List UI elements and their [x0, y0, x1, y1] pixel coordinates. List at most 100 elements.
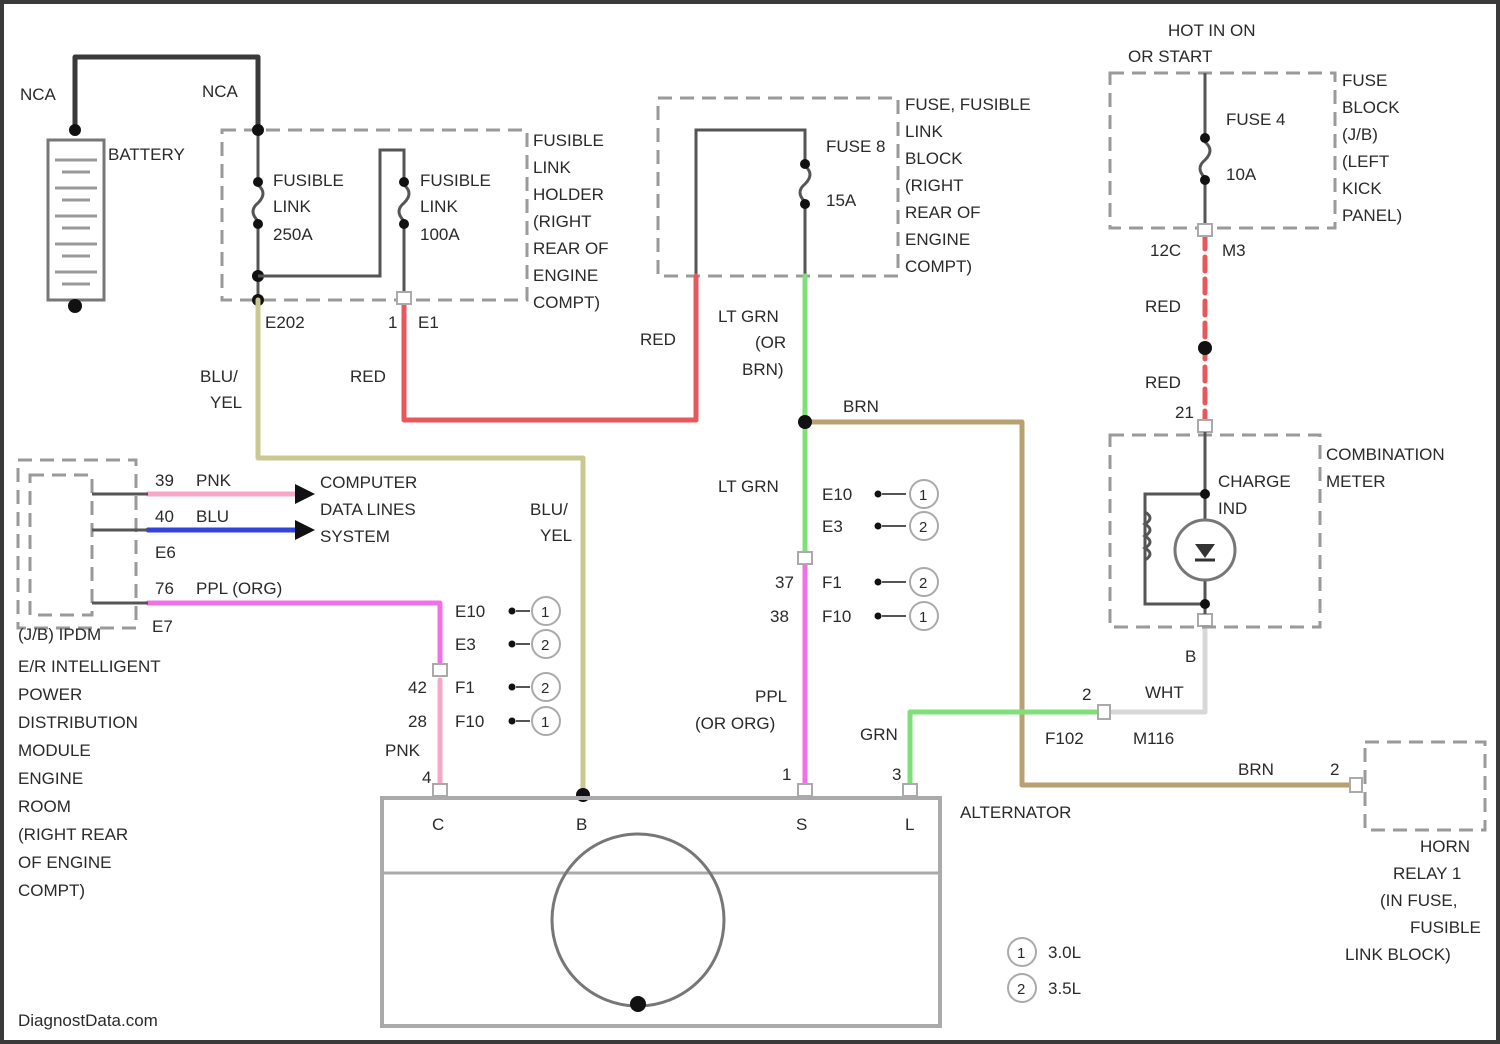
connector-12c: 12C: [1150, 241, 1181, 260]
ref-mid-bottom-0-code: F1: [822, 573, 842, 592]
alternator-rotor: [552, 834, 724, 1006]
arrow-blu-data: [295, 520, 315, 540]
ipdm-e6: E6: [155, 543, 176, 562]
label-red-right-2: RED: [1145, 373, 1181, 392]
horn-relay-line2: RELAY 1: [1393, 864, 1461, 883]
ipdm-label-4: DISTRIBUTION: [18, 713, 138, 732]
label-brn-bottom: BRN: [1238, 760, 1274, 779]
hot-label-line1: HOT IN ON: [1168, 21, 1256, 40]
horn-relay-line3: (IN FUSE,: [1380, 891, 1457, 910]
fuse-jb-line4: (LEFT: [1342, 152, 1389, 171]
ipdm-label-3: POWER: [18, 685, 82, 704]
junction-brn: [798, 415, 812, 429]
legend-0-label: 3.0L: [1048, 943, 1081, 962]
fuse-4-rating: 10A: [1226, 165, 1257, 184]
alternator-term-b: B: [576, 815, 587, 834]
ipdm-group: 39 PNK 40 BLU E6 76 PPL (ORG) E7 COMPUTE…: [18, 460, 417, 900]
fuse-block-jb: HOT IN ON OR START FUSE 4 10A FUSE BLOCK…: [1110, 21, 1402, 260]
ipdm-pin-39: 39: [155, 471, 174, 490]
alternator-term-c: C: [432, 815, 444, 834]
connector-refs-left: E10 E3 F1 F10 1 2 2 1 42 28 4: [408, 597, 560, 787]
fuse-block-line5: REAR OF: [905, 203, 981, 222]
battery-nca-right: NCA: [202, 82, 239, 101]
charge-indicator-diode: [1195, 544, 1215, 558]
fuse-block-line4: (RIGHT: [905, 176, 964, 195]
horn-relay-box: [1365, 742, 1485, 830]
combination-meter-line2: METER: [1326, 472, 1386, 491]
ref-mid-top-0-num: 1: [919, 487, 927, 504]
ref-left-3-num: 1: [541, 714, 549, 731]
junction-red-jb: [1198, 341, 1212, 355]
ipdm-pin-76-color: PPL (ORG): [196, 579, 282, 598]
horn-relay-line5: LINK BLOCK): [1345, 945, 1451, 964]
label-e202: E202: [265, 313, 305, 332]
fuse-jb-line5: KICK: [1342, 179, 1382, 198]
arrow-pnk-data: [295, 484, 315, 504]
battery-symbol: [48, 140, 104, 300]
f102-code2: M116: [1133, 729, 1174, 748]
label-red-mid: RED: [640, 330, 676, 349]
connector-m3: M3: [1222, 241, 1246, 260]
fusible-link-holder-line4: (RIGHT: [533, 212, 592, 231]
label-e1-pin: 1: [388, 313, 397, 332]
fusible-link-250-name2: LINK: [273, 197, 311, 216]
mid-pin-37: 37: [775, 573, 794, 592]
label-blu-yel-mid-2: YEL: [540, 526, 572, 545]
ref-left-0-code: E10: [455, 602, 485, 621]
combination-meter-box: [1110, 435, 1320, 627]
ipdm-pin-40: 40: [155, 507, 174, 526]
label-blu-yel-2: YEL: [210, 393, 242, 412]
label-lt-grn-or-3: BRN): [742, 360, 784, 379]
ipdm-pin-76: 76: [155, 579, 174, 598]
fusible-link-holder-line1: FUSIBLE: [533, 131, 604, 150]
label-blu-yel-1: BLU/: [200, 367, 238, 386]
watermark: DiagnostData.com: [18, 1011, 158, 1030]
fuse-8-rating: 15A: [826, 191, 857, 210]
combination-meter-pin: B: [1185, 647, 1196, 666]
charge-ind-1: CHARGE: [1218, 472, 1291, 491]
ref-left-0-num: 1: [541, 604, 549, 621]
fusible-link-100-name2: LINK: [420, 197, 458, 216]
horn-relay: 2 HORN RELAY 1 (IN FUSE, FUSIBLE LINK BL…: [1330, 742, 1485, 964]
ref-mid-bottom-1-code: F10: [822, 607, 851, 626]
ipdm-label-5: MODULE: [18, 741, 91, 760]
f102-code: F102: [1045, 729, 1084, 748]
fuse-jb-line1: FUSE: [1342, 71, 1387, 90]
ipdm-label-8: (RIGHT REAR: [18, 825, 128, 844]
f102-pin: 2: [1082, 685, 1091, 704]
label-lt-grn: LT GRN: [718, 477, 779, 496]
legend-1-label: 3.5L: [1048, 979, 1081, 998]
label-e1: E1: [418, 313, 439, 332]
hot-label-line2: OR START: [1128, 47, 1212, 66]
alternator-body: [382, 798, 940, 1026]
alternator-terminal-marks: [433, 784, 917, 796]
wire-ppl-ipdm: [148, 603, 440, 665]
alternator-pin-l: 3: [892, 765, 901, 784]
mid-pin-38: 38: [770, 607, 789, 626]
combination-meter-line1: COMBINATION: [1326, 445, 1445, 464]
ref-left-2-num: 2: [541, 680, 549, 697]
battery-cells: [55, 160, 97, 284]
battery-terminal-top: [69, 124, 81, 136]
ipdm-label-10: COMPT): [18, 881, 85, 900]
fusible-link-holder-line2: LINK: [533, 158, 571, 177]
alternator-term-l: L: [905, 815, 914, 834]
fuse-block-line6: ENGINE: [905, 230, 970, 249]
connector-refs-mid: E10 E3 F1 F10 1 2 2 1 37 38 1: [770, 480, 938, 784]
label-red-left: RED: [350, 367, 386, 386]
combination-meter: COMBINATION METER CHARGE IND B: [1110, 432, 1445, 666]
ref-mid-bottom-0-num: 2: [919, 575, 927, 592]
fuse-block-line3: BLOCK: [905, 149, 963, 168]
charge-ind-2: IND: [1218, 499, 1247, 518]
fuse-4-name: FUSE 4: [1226, 110, 1286, 129]
fusible-link-250-name: FUSIBLE: [273, 171, 344, 190]
legend-1-num: 2: [1017, 981, 1025, 998]
ref-mid-top-0-code: E10: [822, 485, 852, 504]
fuse-block-jb-box: [1110, 73, 1335, 228]
ipdm-label-9: OF ENGINE: [18, 853, 112, 872]
left-pin-42: 42: [408, 678, 427, 697]
ipdm-label-7: ROOM: [18, 797, 71, 816]
fuse-fusible-block-box: [658, 98, 898, 276]
fusible-link-holder-line3: HOLDER: [533, 185, 604, 204]
fuse-jb-line3: (J/B): [1342, 125, 1378, 144]
